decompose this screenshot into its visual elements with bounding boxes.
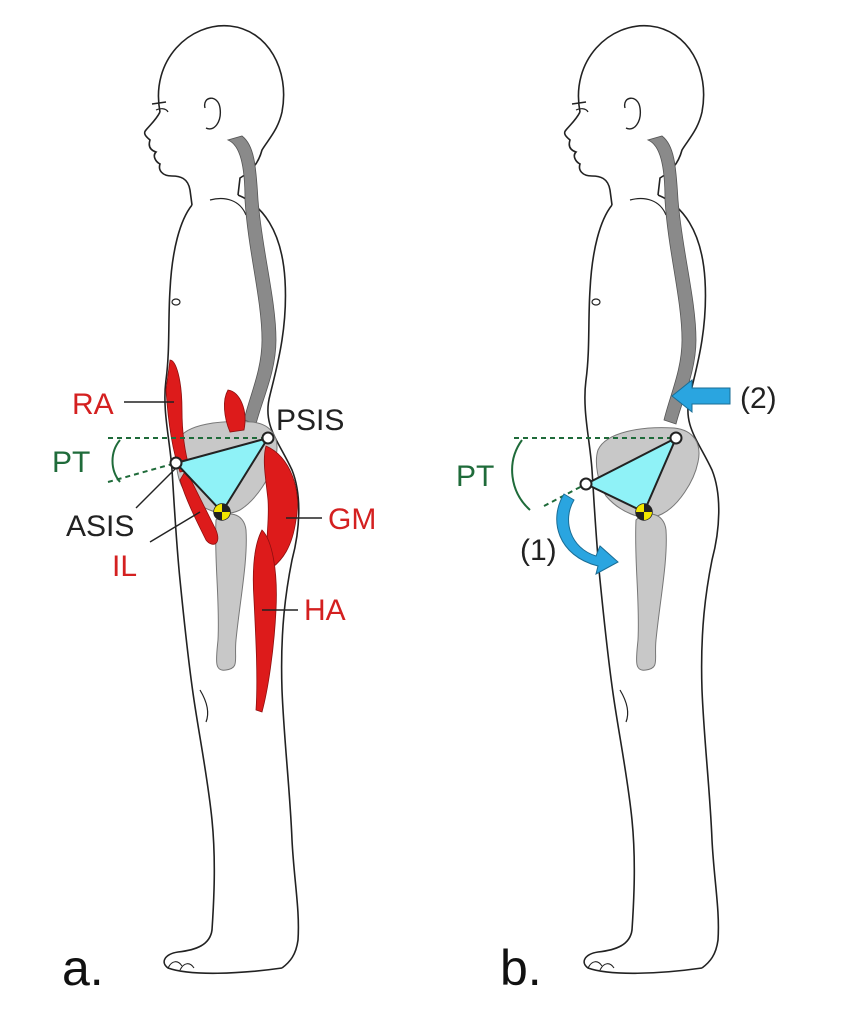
- asis-marker-b: [579, 477, 593, 491]
- label-gm: GM: [328, 503, 376, 536]
- tilt-arc-a: [111, 439, 121, 483]
- label-pt-a: PT: [52, 446, 90, 479]
- center-of-mass-icon: [635, 503, 653, 521]
- femur-a: [215, 513, 247, 671]
- label-asis: ASIS: [66, 510, 134, 543]
- label-arrow-2: (2): [740, 382, 777, 415]
- asis-marker-a: [169, 456, 183, 470]
- caption-b: b.: [500, 940, 542, 996]
- tilt-arc-b: [511, 439, 531, 511]
- push-arrow-icon: [671, 378, 731, 414]
- label-il: IL: [112, 550, 137, 583]
- muscle-il: [179, 469, 219, 545]
- psis-marker-a: [261, 431, 275, 445]
- leader-asis: [135, 467, 177, 509]
- panel-b: PT (1) (2) b.: [456, 24, 777, 996]
- label-psis: PSIS: [276, 404, 344, 437]
- curved-arrow-icon: [556, 493, 619, 575]
- label-pt-b: PT: [456, 460, 494, 493]
- pelvis-triangle-a: [174, 436, 271, 514]
- panel-a: RA PSIS PT ASIS IL GM HA a.: [52, 24, 376, 996]
- psis-marker-b: [669, 431, 683, 445]
- spine-b: [646, 135, 697, 425]
- muscle-ra: [165, 359, 191, 473]
- spine-a: [226, 135, 277, 425]
- label-arrow-1: (1): [520, 534, 557, 567]
- muscle-ha: [252, 529, 277, 713]
- label-ra: RA: [72, 388, 114, 421]
- caption-a: a.: [62, 940, 104, 996]
- muscle-psoas: [224, 389, 246, 433]
- leader-il: [149, 511, 201, 543]
- femur-b: [635, 513, 667, 671]
- pelvis-triangle-b: [583, 435, 679, 514]
- center-of-mass-icon: [213, 503, 231, 521]
- pelvis-line-a: [107, 462, 177, 483]
- label-ha: HA: [304, 594, 346, 627]
- pelvis-line-b: [543, 483, 587, 507]
